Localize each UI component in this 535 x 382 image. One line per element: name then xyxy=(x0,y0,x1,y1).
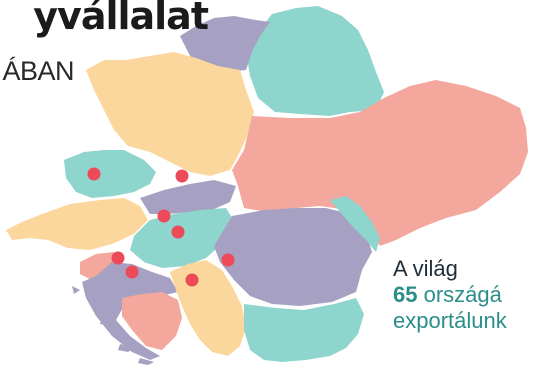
city-marker xyxy=(171,225,185,239)
city-marker xyxy=(185,273,199,287)
city-marker xyxy=(125,265,139,279)
page-title-text: yvállalat xyxy=(33,0,209,38)
city-marker xyxy=(175,169,189,183)
region-moldova xyxy=(330,196,380,252)
region-island xyxy=(118,344,134,352)
export-note-line2: 65 országá xyxy=(393,282,507,308)
export-note-line1: A világ xyxy=(393,256,458,281)
region-northeast xyxy=(246,6,384,116)
region-north-purple xyxy=(180,16,270,74)
region-island xyxy=(138,358,154,365)
region-hungary xyxy=(130,208,236,268)
region-austria xyxy=(6,198,148,250)
export-country-count: 65 xyxy=(393,282,418,307)
region-slovakia xyxy=(140,180,236,214)
region-ukraine xyxy=(232,80,528,246)
region-czechia xyxy=(64,150,156,198)
export-note-line3: exportálunk xyxy=(393,308,507,333)
city-marker xyxy=(87,167,101,181)
region-bulgaria xyxy=(244,298,364,362)
city-marker xyxy=(157,209,171,223)
page-subtitle-text: ÁBAN xyxy=(2,56,74,86)
region-poland xyxy=(86,52,254,176)
region-bosnia xyxy=(122,292,182,350)
region-island xyxy=(72,286,80,294)
city-marker xyxy=(111,251,125,265)
page-title: yvállalat xyxy=(0,0,220,40)
region-romania xyxy=(214,208,372,306)
city-marker xyxy=(221,253,235,267)
region-island xyxy=(100,318,116,326)
export-note-line2-text: országá xyxy=(417,282,502,307)
export-note: A világ 65 országá exportálunk xyxy=(393,256,507,334)
region-croatia xyxy=(82,262,178,360)
page-subtitle: ÁBAN xyxy=(0,56,96,92)
